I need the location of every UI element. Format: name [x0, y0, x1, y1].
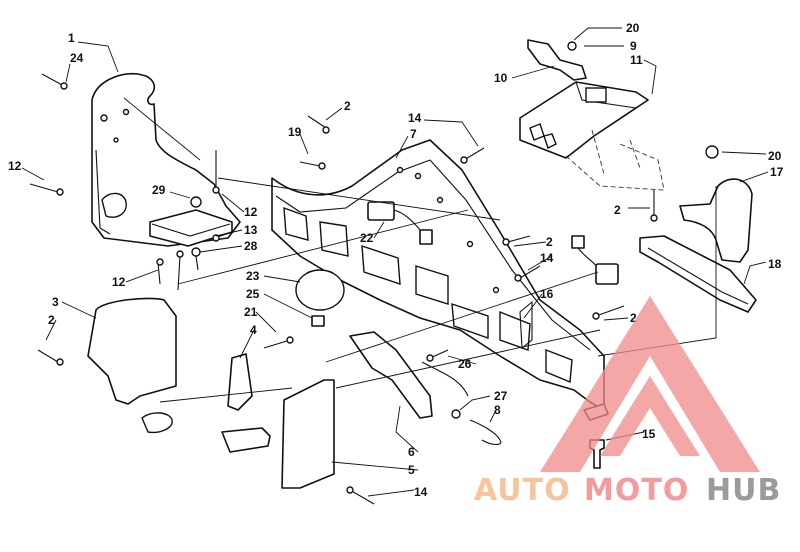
part-16-harness	[519, 235, 619, 350]
callout-25: 25	[246, 287, 260, 301]
part-1-bulkhead-plate	[91, 73, 241, 247]
part-6-diagonal-bracket	[349, 331, 433, 419]
watermark-triangle	[540, 296, 760, 472]
callout-27: 27	[494, 389, 508, 403]
callout-20: 20	[768, 149, 782, 163]
part-10-upper-bracket	[527, 39, 587, 81]
callout-2: 2	[344, 99, 351, 113]
callout-4: 4	[250, 323, 257, 337]
callout-6: 6	[408, 445, 415, 459]
callout-15: 15	[642, 427, 656, 441]
part-23-ring	[295, 269, 345, 311]
callout-5: 5	[408, 463, 415, 477]
callout-21: 21	[244, 305, 258, 319]
callout-11: 11	[630, 53, 643, 67]
part-5-bottom-panel	[221, 379, 335, 489]
callout-12: 12	[8, 159, 22, 173]
callout-23: 23	[246, 269, 260, 283]
part-25-clip	[311, 315, 325, 327]
callout-16: 16	[540, 287, 554, 301]
callout-2: 2	[48, 313, 55, 327]
watermark-hub: HUB	[706, 473, 781, 508]
callout-14: 14	[414, 485, 428, 499]
watermark-logo: AUTO MOTO HUB	[474, 296, 781, 508]
part-8-hairpin	[421, 361, 502, 446]
watermark-triangle-inner	[600, 376, 700, 456]
callout-3: 3	[52, 295, 59, 309]
callout-28: 28	[244, 239, 258, 253]
part-29-mount-bracket	[149, 196, 233, 247]
callout-26: 26	[458, 357, 472, 371]
callout-7: 7	[410, 127, 417, 141]
watermark-auto: AUTO	[474, 473, 571, 508]
part-3-shield	[87, 297, 177, 434]
callout-10: 10	[494, 71, 508, 85]
callout-8: 8	[494, 403, 501, 417]
callout-14: 14	[408, 111, 422, 125]
part-18-rail	[639, 235, 757, 313]
callout-17: 17	[770, 165, 784, 179]
callout-24: 24	[70, 51, 84, 65]
callout-1: 1	[68, 31, 75, 45]
part-4-angle-bracket	[227, 353, 253, 411]
callout-12: 12	[244, 205, 258, 219]
callout-29: 29	[152, 183, 166, 197]
callout-22: 22	[360, 231, 374, 245]
callout-18: 18	[768, 257, 782, 271]
callout-19: 19	[288, 125, 302, 139]
callout-2: 2	[614, 203, 621, 217]
callout-12: 12	[112, 275, 126, 289]
callout-labels: 1 24 12 29 12 13 28 12 3 2 19 2 7 14 22 …	[8, 21, 784, 499]
hardware-rivets	[29, 41, 658, 505]
leader-lines	[21, 27, 769, 497]
callout-2: 2	[630, 311, 637, 325]
callout-20: 20	[626, 21, 640, 35]
part-11-tray	[519, 81, 649, 159]
callout-9: 9	[630, 39, 637, 53]
callout-2: 2	[546, 235, 553, 249]
callout-13: 13	[244, 223, 258, 237]
part-7-main-frame	[271, 139, 605, 411]
watermark-moto: MOTO	[584, 473, 689, 508]
callout-14: 14	[540, 251, 554, 265]
